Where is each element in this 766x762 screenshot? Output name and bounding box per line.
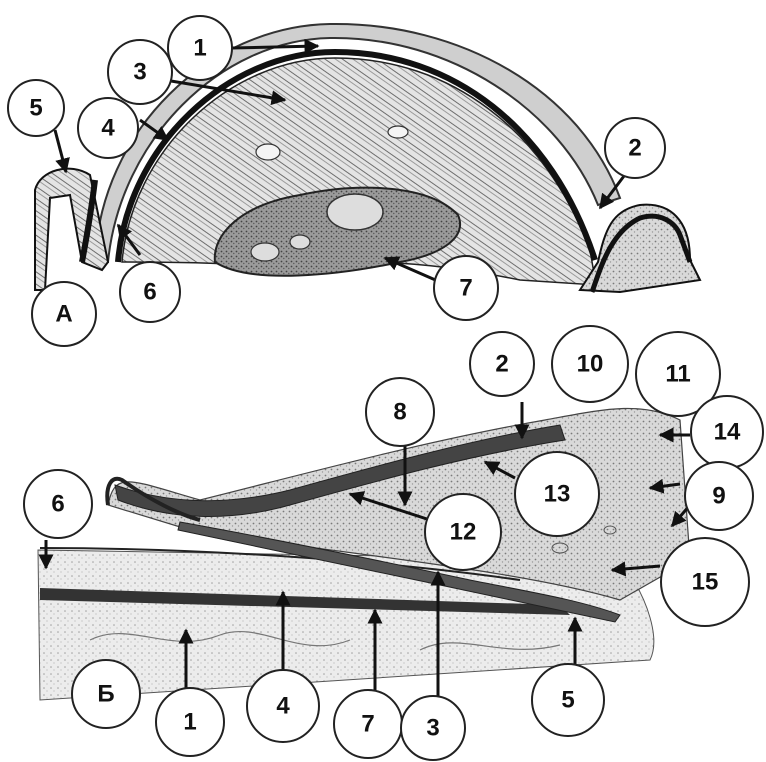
svg-text:2: 2 [628,135,641,162]
svg-text:6: 6 [51,491,64,518]
callout-a-7: 7 [434,256,498,320]
svg-text:Б: Б [97,681,114,708]
callout-b-8: 8 [366,378,434,446]
svg-text:7: 7 [361,711,374,738]
svg-text:4: 4 [101,115,115,142]
panel-b-drawing [38,408,690,700]
svg-text:1: 1 [183,709,196,736]
callout-b-12: 12 [425,494,501,570]
svg-text:5: 5 [561,687,574,714]
svg-text:15: 15 [692,569,719,596]
panel-label-b: Б [72,660,140,728]
svg-text:4: 4 [276,693,290,720]
svg-text:10: 10 [577,351,604,378]
callout-b-7: 7 [334,690,402,758]
svg-text:7: 7 [459,275,472,302]
svg-text:14: 14 [714,419,741,446]
svg-text:12: 12 [450,519,477,546]
callout-b-10: 10 [552,326,628,402]
svg-text:11: 11 [665,361,690,388]
callout-b-9: 9 [685,462,753,530]
callout-b-3: 3 [401,696,465,760]
svg-text:2: 2 [495,351,508,378]
callout-b-15: 15 [661,538,749,626]
svg-text:5: 5 [29,95,42,122]
callout-a-1: 1 [168,16,232,80]
svg-text:8: 8 [393,399,406,426]
callout-a-6: 6 [120,262,180,322]
callout-b-1: 1 [156,688,224,756]
svg-text:1: 1 [193,35,206,62]
svg-text:13: 13 [544,481,571,508]
callout-b-5: 5 [532,664,604,736]
callout-b-14: 14 [691,396,763,468]
callout-a-4: 4 [78,98,138,158]
callout-b-4: 4 [247,670,319,742]
callout-a-3: 3 [108,40,172,104]
callout-b-6: 6 [24,470,92,538]
svg-text:9: 9 [712,483,725,510]
svg-text:3: 3 [426,715,439,742]
callout-b-2: 2 [470,332,534,396]
callout-a-2: 2 [605,118,665,178]
svg-text:А: А [55,301,72,328]
callout-a-5: 5 [8,80,64,136]
panel-label-a: А [32,282,96,346]
callout-b-13: 13 [515,452,599,536]
svg-text:3: 3 [133,59,146,86]
svg-text:6: 6 [143,279,156,306]
